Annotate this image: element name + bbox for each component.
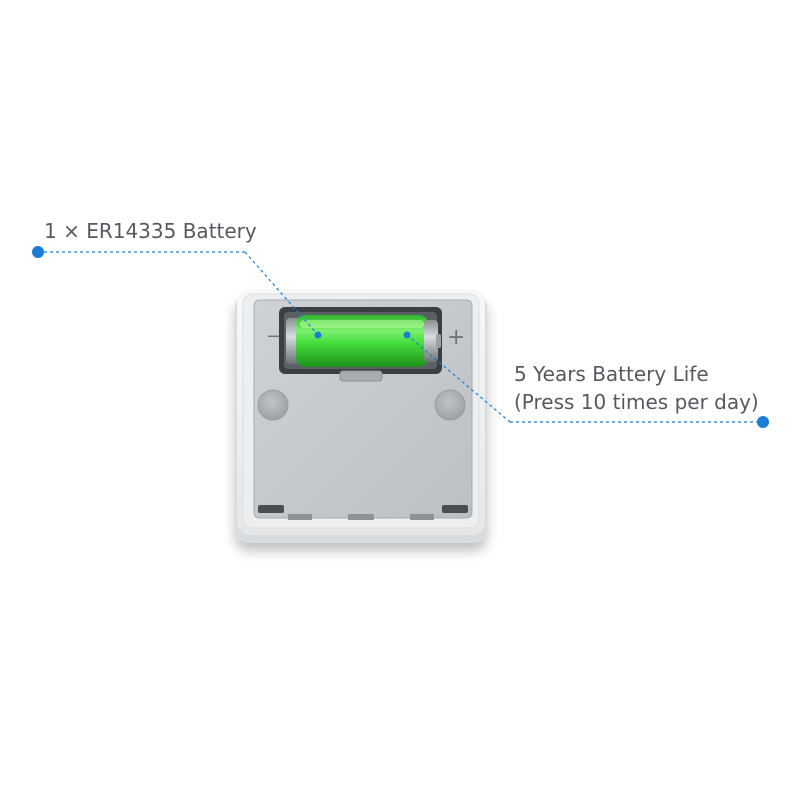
battery-marker-dot <box>314 331 322 339</box>
bottom-notch-right <box>410 514 434 520</box>
battery-life-line2: (Press 10 times per day) <box>514 390 759 414</box>
callout-dot-icon <box>32 246 44 258</box>
device: − + <box>235 289 487 543</box>
screw-hole-left <box>257 389 289 421</box>
minus-sign: − <box>266 326 281 347</box>
battery-life-line1: 5 Years Battery Life <box>514 362 709 386</box>
bottom-notch-center <box>348 514 374 520</box>
battery-callout-label: 1 × ER14335 Battery <box>44 219 257 243</box>
leader-line-life <box>406 334 763 423</box>
screw-hole-right <box>434 389 466 421</box>
callout-dot-icon <box>757 416 769 428</box>
battery-cell-icon <box>286 315 441 367</box>
bottom-notch-left <box>288 514 312 520</box>
cover-latch <box>339 370 383 382</box>
battery-life-marker-dot <box>403 331 411 339</box>
battery-life-callout: 5 Years Battery Life (Press 10 times per… <box>514 360 759 416</box>
bottom-clip-left <box>258 505 284 513</box>
bottom-clip-right <box>442 505 468 513</box>
leader-line-battery <box>38 251 319 336</box>
plus-sign: + <box>447 325 465 350</box>
